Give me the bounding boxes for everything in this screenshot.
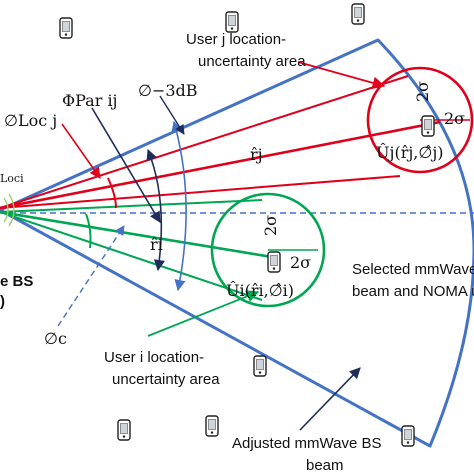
selected-beam-label-1: Selected mmWave [352, 261, 474, 278]
mobile-phone-icon [225, 11, 239, 33]
user-j-uncertainty-circle [366, 66, 474, 174]
user-i-area-label-2: uncertainty area [112, 371, 220, 388]
phi-loc-j-arc [107, 177, 117, 209]
u-j-label: Ûj(r̂j,∅̂j) [376, 142, 444, 162]
pointer-adjusted-beam [299, 367, 361, 431]
phi-3db-label: ∅−3dB [138, 81, 198, 100]
pointer-phi-par [91, 107, 161, 223]
phi-par-ij-label: ΦPar ij [62, 91, 118, 110]
two-sigma-i: 2σ [290, 253, 311, 272]
phi-3db-arc [171, 120, 187, 292]
phi-loc-i-arc [85, 213, 92, 249]
adjusted-beam-label-2: beam [306, 457, 344, 474]
user-j-area-label-1: User j location- [186, 31, 286, 48]
two-sigma-i-vertical: 2σ [261, 215, 280, 236]
pointer-user-i-area [147, 290, 260, 337]
bs-label-2: ) [0, 293, 5, 310]
user-i-area-label-1: User i location- [104, 349, 204, 366]
r-hat-j-label: r̂j [250, 145, 263, 164]
mobile-phone-icon [401, 425, 415, 447]
user-j-area-label-2: uncertainty area [198, 53, 306, 70]
u-i-label: Ûi(r̂i,∅̂i) [226, 280, 294, 300]
user-j-beam-lines [0, 75, 441, 210]
bs-antenna-icon [3, 193, 15, 227]
mobile-phone-icon [117, 419, 131, 441]
phi-loc-j-label: ∅Loc j [4, 111, 57, 130]
two-sigma-j: 2σ [444, 109, 465, 128]
bs-label-1: e BS [0, 273, 33, 290]
mobile-phone-icon [421, 115, 435, 137]
phi-c-label: ∅c [44, 329, 67, 348]
phi-par-arc [146, 148, 165, 272]
pointer-phi-loc-j [61, 123, 101, 179]
user-i-beam-lines [0, 199, 273, 301]
mobile-phone-icon [59, 17, 73, 39]
mobile-phone-icon [351, 3, 365, 25]
pointer-phi-3db [159, 95, 185, 135]
phi-loc-i-label: Loci [0, 172, 24, 185]
pointer-user-j-area [297, 61, 386, 90]
adjusted-beam-label-1: Adjusted mmWave BS [232, 435, 382, 452]
mobile-phone-icon [267, 251, 281, 273]
mobile-phone-icon [205, 415, 219, 437]
selected-beam-label-2: beam and NOMA u [352, 283, 474, 300]
r-hat-i-label: r̂i [150, 235, 163, 254]
mobile-phone-icon [253, 355, 267, 377]
two-sigma-j-vertical: 2σ [413, 81, 432, 102]
user-i-uncertainty-circle [210, 192, 326, 308]
